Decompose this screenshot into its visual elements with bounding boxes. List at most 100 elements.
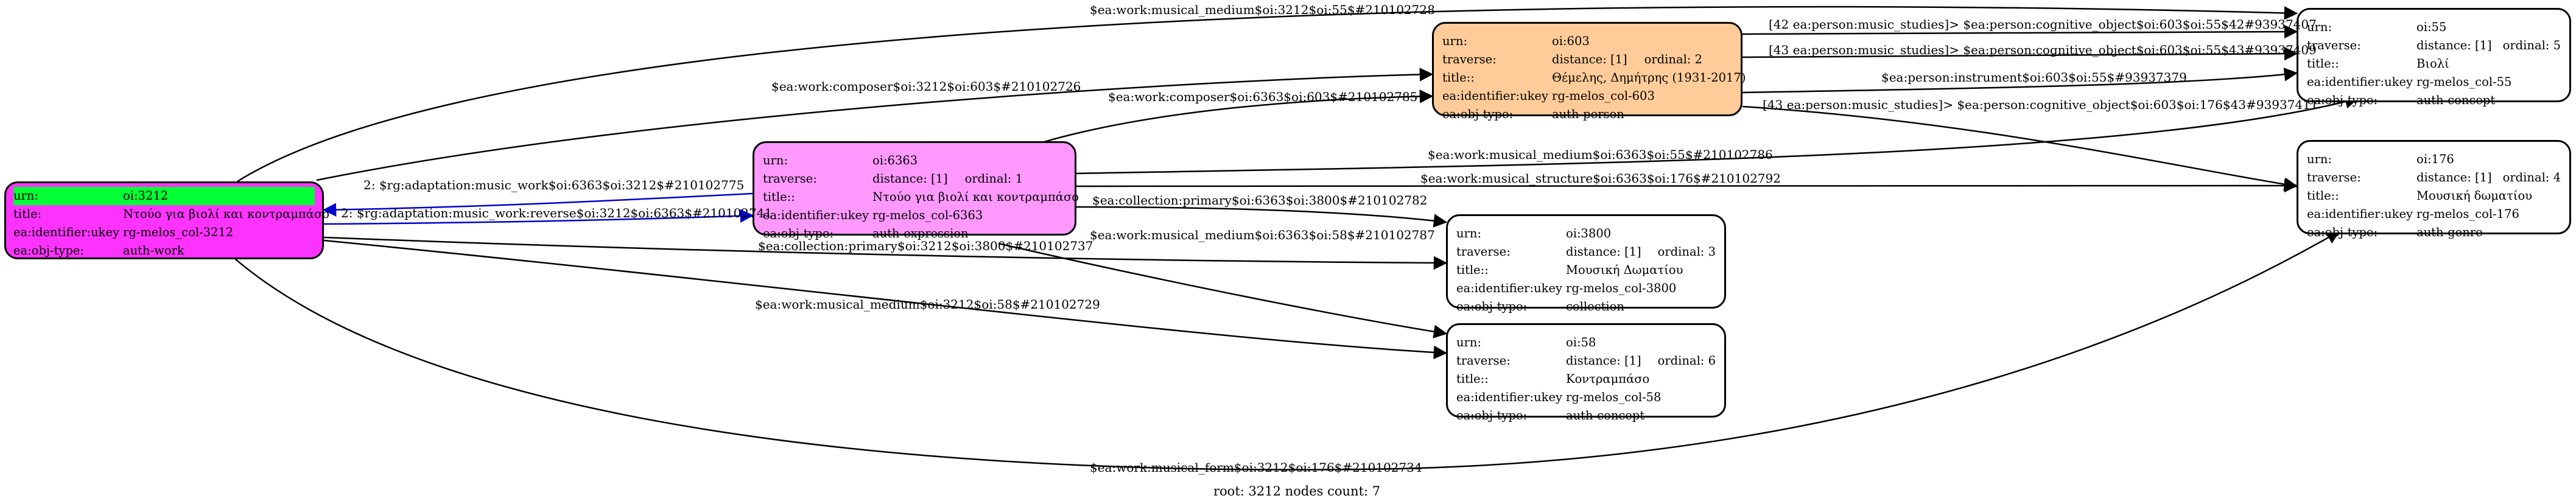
field-key: title:: [763,190,795,204]
field-value: Βιολί [2416,57,2449,71]
node-field-row: title::Βιολί [2307,55,2561,73]
field-value: Μουσική Δωματίου [1566,263,1683,277]
field-ordinal: ordinal: 2 [1644,52,1702,66]
field-key: urn: [1442,34,1468,48]
node-field-row: traverse:distance: [1]ordinal: 5 [2307,37,2561,55]
field-value: auth-person [1552,107,1624,121]
node-field-row: urn: oi:6363 [763,152,1066,170]
field-key: urn: [1456,226,1482,240]
spacer [2492,169,2503,187]
field-key: title:: [1456,263,1489,277]
edge-label: $ea:work:musical_structure$oi:6363$oi:17… [1420,171,1781,186]
field-value: rg-melos_col-3800 [1566,281,1677,295]
node-field-row: title::Θέμελης, Δημήτρης (1931-2017) [1442,69,1746,87]
field-value: oi:55 [2416,20,2447,34]
edge-3212-176 [231,230,2340,471]
field-key: title:: [1442,71,1475,85]
node-field-row: urn: oi:176 [2307,150,2561,169]
edge-label: [43 ea:person:music_studies]> $ea:person… [1769,43,2317,57]
edge-label: $ea:work:composer$oi:6363$oi:603$#210102… [1108,89,1418,104]
field-value: Θέμελης, Δημήτρης (1931-2017) [1552,71,1746,85]
spacer [1641,243,1658,261]
edge-3212-3800 [323,236,1448,270]
node-6363[interactable]: urn: oi:6363 traverse: distance: [1] ordinal… [753,141,1079,240]
node-field-row: title::Κοντραμπάσο [1456,370,1716,388]
footer-root-info: root: 3212 nodes count: 7 [1213,484,1381,499]
field-value: oi:6363 [872,153,918,167]
field-value: distance: [1] [872,172,948,186]
edge-label: $ea:collection:primary$oi:6363$oi:3800$#… [1092,193,1428,208]
edge-label: 2: $rg:adaptation:music_work:reverse$oi:… [341,206,773,220]
field-value: oi:176 [2416,152,2454,166]
edge-3212-55 [237,5,2298,183]
field-value: rg-melos_col-55 [2416,75,2512,89]
field-key: ea:obj-type: [1456,299,1528,313]
field-key: title:: [2307,57,2339,71]
field-key: traverse: [1456,245,1511,259]
node-field-row: ea:obj-type:auth-genre [2307,223,2561,242]
field-value: rg-melos_col-176 [2416,207,2519,221]
field-ordinal: ordinal: 1 [964,172,1023,186]
field-key: ea:identifier:ukey [1442,89,1548,103]
field-value: distance: [1] [2416,38,2492,52]
field-value: distance: [1] [1552,52,1627,66]
field-key: traverse: [2307,38,2361,52]
field-value: distance: [1] [2416,170,2492,184]
field-value: oi:58 [1566,335,1596,349]
field-key: traverse: [1456,354,1511,368]
edge-6363-603 [1044,89,1434,143]
node-field-row: traverse: distance: [1] ordinal: 1 [763,170,1066,188]
field-value: collection [1566,299,1624,313]
field-key: title: [13,207,42,221]
edge-603-55-c [1742,68,2298,94]
edge-label: 2: $rg:adaptation:music_work$oi:6363$oi:… [363,178,745,192]
node-field-row: urn:oi:3800 [1456,225,1716,243]
edge-label: $ea:work:musical_form$oi:3212$oi:176$#21… [1090,460,1422,475]
field-value: oi:3212 [123,189,169,203]
node-field-row: traverse: distance: [1] ordinal: 6 [1456,352,1716,370]
field-key: traverse: [763,172,817,186]
node-field-row: urn: oi:603 [1442,32,1732,51]
field-key: urn: [763,153,788,167]
field-key: ea:obj-type: [2307,93,2378,107]
edge-label: $ea:work:musical_medium$oi:6363$oi:55$#2… [1428,147,1773,162]
edge-6363-3212 [322,192,753,217]
field-value: Μουσική δωματίου [2416,189,2533,203]
edge-label: [42 ea:person:music_studies]> $ea:person… [1769,17,2317,32]
node-field-row: ea:obj-type:auth-person [1442,105,1732,124]
node-field-row: title:Ντούο για βιολί και κοντραμπάσο [13,205,329,223]
field-value: oi:603 [1552,34,1590,48]
edge-label: $ea:work:musical_medium$oi:3212$oi:58$#2… [755,297,1100,312]
node-field-row: urn:oi:3212 [13,187,315,205]
field-key: title:: [2307,189,2339,203]
field-key: ea:identifier:ukey [1456,390,1562,404]
field-ordinal: ordinal: 6 [1657,354,1716,368]
edge-6363-55 [1076,95,2359,175]
field-key: urn: [2307,20,2332,34]
field-value: auth-concept [2416,93,2496,107]
node-field-row: traverse:distance: [1]ordinal: 4 [2307,169,2561,187]
field-key: ea:identifier:ukey [2307,75,2413,89]
field-key: ea:identifier:ukey [13,225,119,239]
field-value: distance: [1] [1566,354,1641,368]
node-field-row: ea:obj-type:auth-expression [763,225,1066,243]
field-key: traverse: [2307,170,2361,184]
spacer [1627,51,1644,69]
edge-label: [43 ea:person:music_studies]> $ea:person… [1763,97,2318,112]
field-key: urn: [2307,152,2332,166]
edge-3212-58 [323,239,1448,360]
edge-label: $ea:work:musical_medium$oi:3212$oi:55$#2… [1090,2,1435,17]
